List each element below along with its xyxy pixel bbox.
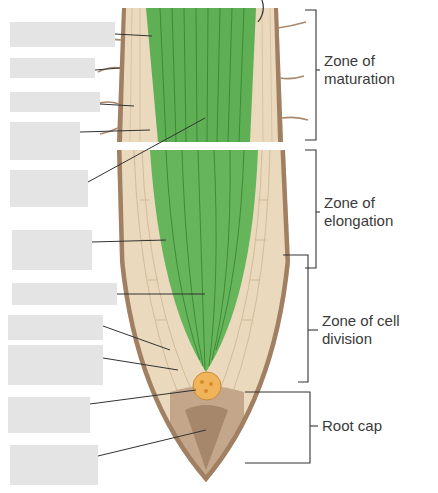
maturation-segment <box>110 0 290 150</box>
pointer-line <box>258 0 263 22</box>
zone-label: Zone of cell division <box>322 312 432 348</box>
zone-brackets <box>245 10 320 463</box>
quiescent-center <box>193 372 221 400</box>
lower-segment <box>110 150 300 490</box>
zone-label: Zone of maturation <box>324 52 424 88</box>
blank-label-boxes <box>8 22 117 485</box>
leader-lines <box>80 34 206 456</box>
zone-label: Zone of elongation <box>324 194 424 230</box>
quiescent-dots <box>200 380 213 393</box>
zone-label: Root cap <box>322 417 422 435</box>
